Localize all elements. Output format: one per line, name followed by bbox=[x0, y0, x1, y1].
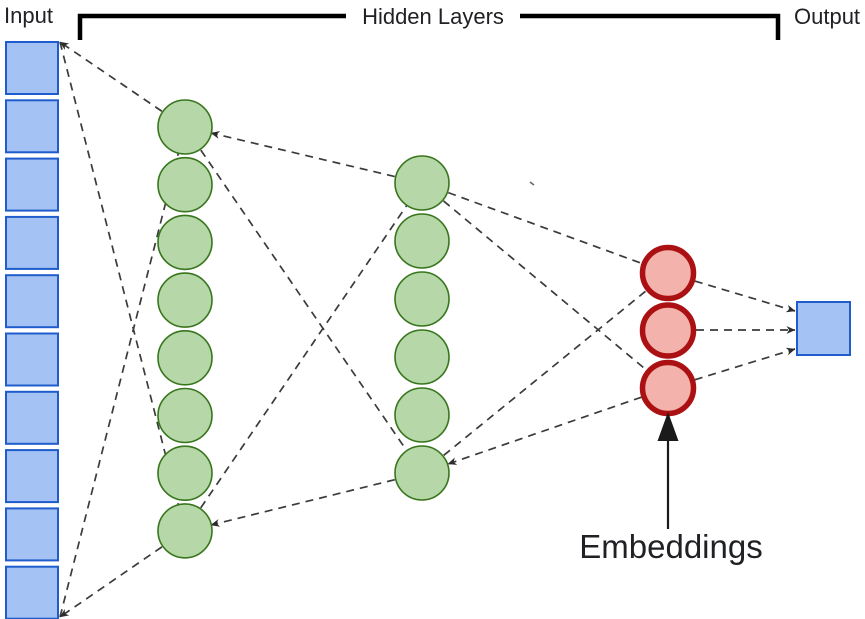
output-label: Output bbox=[794, 4, 860, 29]
embeddings-arrow bbox=[657, 412, 679, 529]
hidden1-neuron bbox=[157, 99, 213, 155]
embeddings-arrowhead-icon bbox=[657, 412, 679, 441]
hidden1-neuron bbox=[157, 445, 213, 502]
input-square bbox=[5, 99, 59, 154]
embedding-neuron bbox=[639, 359, 697, 417]
hidden-layers-label: Hidden Layers bbox=[362, 4, 504, 29]
connection-edge bbox=[59, 41, 186, 128]
hidden1-neuron bbox=[157, 272, 213, 328]
output-square bbox=[796, 301, 851, 356]
connection-edge bbox=[421, 272, 669, 474]
hidden1-neuron bbox=[157, 387, 213, 444]
connection-edge bbox=[421, 182, 669, 274]
hidden1-neuron bbox=[157, 503, 213, 559]
embedding-neuron bbox=[639, 302, 697, 359]
connection-edge bbox=[59, 530, 186, 618]
connection-edge bbox=[421, 182, 669, 389]
hidden2-neuron bbox=[394, 329, 450, 385]
connection-edge bbox=[184, 126, 423, 474]
hidden1-neuron bbox=[157, 214, 213, 271]
connection-edge bbox=[184, 182, 423, 532]
connection-edge bbox=[59, 41, 186, 532]
hidden2-neuron bbox=[394, 271, 450, 327]
hidden1-neuron bbox=[157, 329, 213, 386]
input-square bbox=[5, 565, 59, 619]
connection-edge bbox=[59, 126, 186, 618]
embeddings-label: Embeddings bbox=[579, 528, 762, 565]
input-square bbox=[5, 390, 59, 445]
input-square bbox=[5, 449, 59, 504]
hidden1-neuron bbox=[157, 156, 213, 213]
stray-speck bbox=[529, 181, 535, 186]
hidden2-neuron bbox=[394, 213, 450, 269]
input-square bbox=[5, 274, 59, 329]
hidden2-neuron bbox=[394, 445, 450, 501]
connection-edge bbox=[447, 387, 669, 465]
hidden2-neuron bbox=[394, 155, 450, 211]
connection-edges bbox=[59, 41, 796, 618]
hidden2-neuron bbox=[394, 387, 450, 443]
input-square bbox=[5, 41, 59, 95]
input-square bbox=[5, 507, 59, 562]
connection-edge bbox=[210, 131, 423, 184]
input-label: Input bbox=[4, 3, 53, 28]
embedding-neuron bbox=[639, 244, 697, 302]
input-square bbox=[5, 332, 59, 387]
connection-edge bbox=[210, 472, 423, 527]
network-nodes bbox=[5, 41, 851, 619]
input-square bbox=[5, 157, 59, 212]
bracket-label-background bbox=[346, 1, 520, 29]
input-square bbox=[5, 215, 59, 270]
